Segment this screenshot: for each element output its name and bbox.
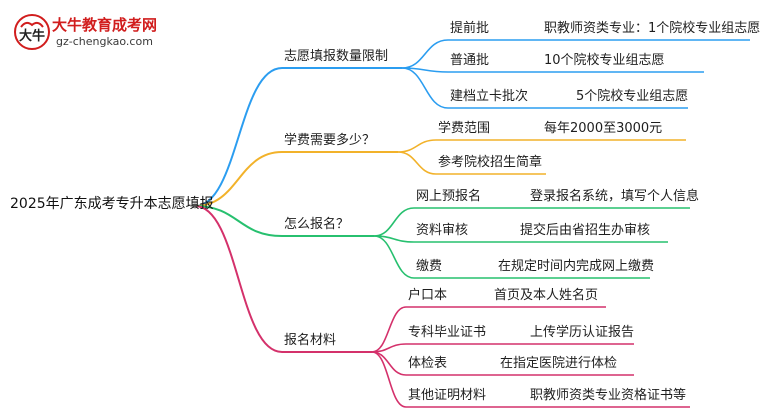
value-label-b0-1: 10个院校专业组志愿 [544, 53, 665, 68]
value-label-b3-3: 职教师资类专业资格证书等 [530, 388, 687, 403]
child-label-b0-1: 普通批 [450, 53, 490, 68]
child-label-b2-1: 资料审核 [416, 223, 469, 238]
connector-b1-child-0 [397, 139, 437, 153]
connector-b2-child-2 [373, 235, 415, 279]
child-label-b3-0: 户口本 [408, 288, 448, 303]
bull-logo-icon: 大牛 [14, 14, 50, 50]
value-label-b2-1: 提交后由省招生办审核 [520, 223, 651, 238]
value-label-b0-2: 5个院校专业组志愿 [576, 89, 689, 104]
value-label-b3-1: 上传学历认证报告 [530, 325, 635, 340]
value-label-b2-2: 在规定时间内完成网上缴费 [498, 259, 655, 274]
connector-root-b0 [194, 67, 283, 207]
connector-b3-child-3 [371, 351, 407, 408]
connector-b3-child-2 [371, 351, 407, 376]
logo-url: gz-chengkao.com [56, 35, 153, 48]
value-label-b0-0: 职教师资类专业：1个院校专业组志愿 [544, 21, 760, 36]
branch-label-b2: 怎么报名？ [284, 217, 350, 232]
connector-b0-child-0 [401, 39, 449, 69]
branch-label-b1: 学费需要多少？ [284, 133, 376, 148]
connector-root-b3 [194, 205, 283, 353]
connector-b2-child-0 [373, 207, 415, 237]
logo: 大牛 大牛教育成考网 gz-chengkao.com [12, 12, 222, 52]
svg-text:大牛: 大牛 [19, 28, 45, 44]
logo-title: 大牛教育成考网 [52, 16, 158, 34]
value-label-b1-0: 每年2000至3000元 [544, 121, 663, 136]
value-label-b3-0: 首页及本人姓名页 [494, 288, 599, 303]
child-label-b3-2: 体检表 [408, 356, 448, 371]
child-label-b1-1: 参考院校招生简章 [438, 155, 543, 170]
value-label-b3-2: 在指定医院进行体检 [500, 356, 618, 371]
connector-b3-child-0 [371, 306, 407, 353]
branch-label-b3: 报名材料 [284, 333, 337, 348]
child-label-b2-0: 网上预报名 [416, 189, 482, 204]
child-label-b3-3: 其他证明材料 [408, 388, 487, 403]
child-label-b2-2: 缴费 [416, 259, 443, 274]
root-node-dot [192, 203, 198, 209]
child-label-b0-2: 建档立卡批次 [450, 89, 529, 104]
child-label-b0-0: 提前批 [450, 21, 490, 36]
connector-b0-child-2 [401, 67, 449, 109]
branch-label-b0: 志愿填报数量限制 [284, 49, 389, 64]
child-label-b3-1: 专科毕业证书 [408, 325, 487, 340]
connector-root-b1 [194, 151, 283, 207]
connector-root-b2 [194, 205, 283, 237]
connector-b1-child-1 [397, 151, 437, 175]
child-label-b1-0: 学费范围 [438, 121, 491, 136]
root-topic: 2025年广东成考专升本志愿填报 [10, 196, 214, 212]
value-label-b2-0: 登录报名系统，填写个人信息 [530, 189, 700, 204]
